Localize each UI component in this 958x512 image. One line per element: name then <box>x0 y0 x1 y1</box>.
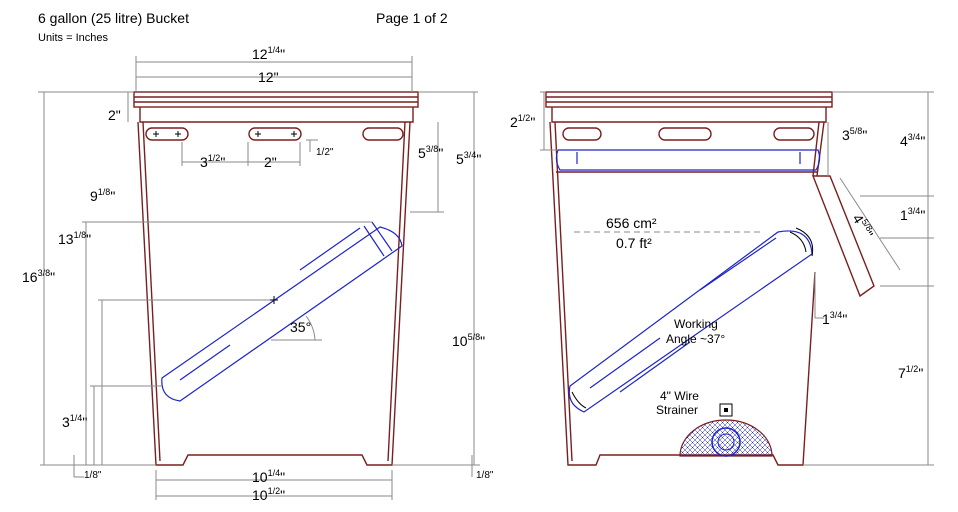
slot-offset: 1/2" <box>316 147 334 158</box>
working-angle-line1: Working <box>674 317 718 331</box>
outlet-height: 105/8" <box>452 332 485 349</box>
strainer-label-line1: 4" Wire <box>660 389 699 403</box>
spout <box>811 175 875 298</box>
page-number: Page 1 of 2 <box>376 10 448 26</box>
bottom-width: 101/4" <box>252 468 285 485</box>
tube-bottom-height: 31/4" <box>62 413 87 430</box>
slot-spacing: 31/2" <box>200 153 225 170</box>
base-offset-right: 1/8" <box>476 470 494 481</box>
area-imperial: 0.7 ft² <box>616 235 652 251</box>
height-to-tube-top: 131/8" <box>58 230 91 247</box>
tube-angle-label: 35° <box>290 319 311 335</box>
left-rim-height: 2" <box>108 107 121 123</box>
strainer-label-line2: Strainer <box>656 403 698 417</box>
right-angled-tube <box>568 227 814 413</box>
units-note: Units = Inches <box>38 32 109 44</box>
left-rim <box>133 91 419 123</box>
left-angled-tube <box>161 221 403 402</box>
total-height: 163/8" <box>22 268 55 285</box>
right-rim <box>545 91 833 123</box>
wire-strainer <box>679 403 773 457</box>
area-metric: 656 cm² <box>606 215 657 231</box>
left-bucket-wall <box>137 121 411 466</box>
bottom-outer-width: 101/2" <box>252 486 285 503</box>
top-to-tube-outlet: 53/8" <box>418 144 443 161</box>
collection-channel <box>555 149 821 173</box>
left-bucket-view: 35° 121/4" 12" 2" 31/2" 2" 1/2" 163/8" <box>22 45 494 503</box>
spout-drop: 13/4" <box>822 310 847 327</box>
top-width: 12" <box>258 69 279 85</box>
right-bucket-view: 4" Wire Strainer Working Angle ~37° 656 … <box>510 91 934 466</box>
top-to-tube-outlet-outer: 53/4" <box>456 150 481 167</box>
base-offset-left: 1/8" <box>84 470 102 481</box>
page-title: 6 gallon (25 litre) Bucket <box>38 10 189 26</box>
slot-width: 2" <box>264 154 277 170</box>
right-slots <box>562 127 815 141</box>
tube-angle-arc <box>271 315 322 341</box>
upper-height: 43/4" <box>900 132 925 149</box>
left-bucket-inner-wall <box>142 121 406 462</box>
working-angle-line2: Angle ~37° <box>666 332 725 346</box>
left-slots <box>145 127 404 141</box>
right-rim-height: 21/2" <box>510 113 535 130</box>
right-bucket-inner-wall <box>554 121 820 462</box>
spout-rise: 13/4" <box>900 206 925 223</box>
lower-height: 71/2" <box>898 364 923 381</box>
channel-depth: 35/8" <box>842 126 867 143</box>
height-to-tube-center: 91/8" <box>90 187 115 204</box>
top-outer-width: 121/4" <box>252 45 285 62</box>
